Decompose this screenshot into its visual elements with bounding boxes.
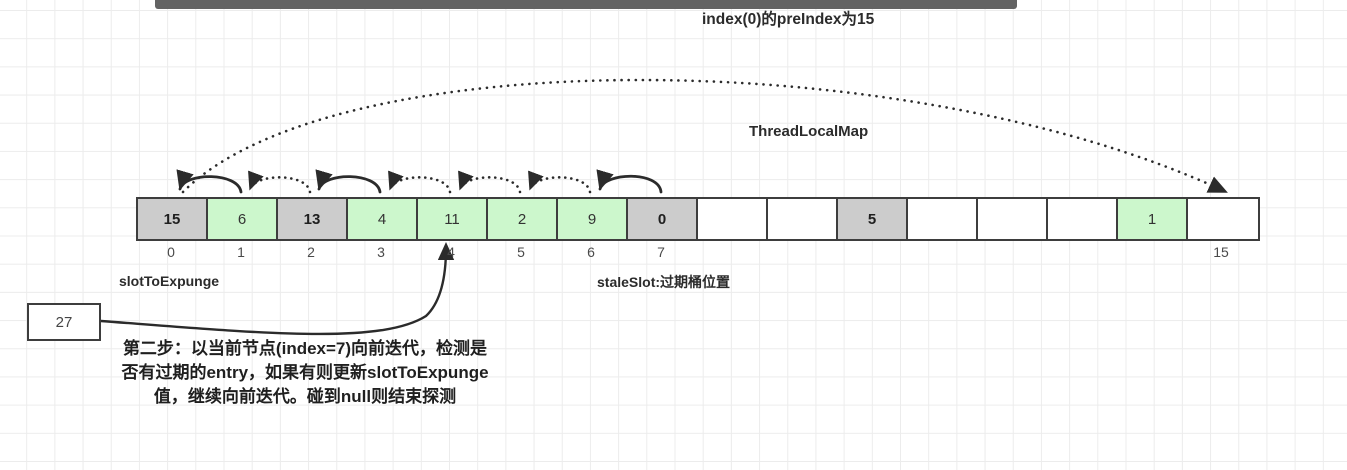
array-cell-9 <box>768 199 838 239</box>
array-cell-2: 13 <box>278 199 348 239</box>
array-cell-0: 15 <box>138 199 208 239</box>
array-cell-14: 1 <box>1118 199 1188 239</box>
index-tick-15: 15 <box>1213 244 1229 260</box>
index-tick-3: 3 <box>377 244 385 260</box>
array-cell-5: 2 <box>488 199 558 239</box>
array-cell-7: 0 <box>628 199 698 239</box>
index-tick-4: 4 <box>447 244 455 260</box>
array-cell-6: 9 <box>558 199 628 239</box>
index-tick-5: 5 <box>517 244 525 260</box>
array-cell-3: 4 <box>348 199 418 239</box>
array-cell-1: 6 <box>208 199 278 239</box>
array-cell-12 <box>978 199 1048 239</box>
stale-slot-label: staleSlot:过期桶位置 <box>597 274 731 290</box>
note-box-value: 27 <box>27 303 101 341</box>
array-cell-10: 5 <box>838 199 908 239</box>
index-tick-0: 0 <box>167 244 175 260</box>
index-tick-6: 6 <box>587 244 595 260</box>
array-cell-15 <box>1188 199 1258 239</box>
array-cell-8 <box>698 199 768 239</box>
index-tick-1: 1 <box>237 244 245 260</box>
array-cell-4: 11 <box>418 199 488 239</box>
top-toolbar-strip <box>155 0 1017 9</box>
array-cell-11 <box>908 199 978 239</box>
index-tick-2: 2 <box>307 244 315 260</box>
step-description: 第二步：以当前节点(index=7)向前迭代，检测是否有过期的entry，如果有… <box>121 339 489 407</box>
array-cell-13 <box>1048 199 1118 239</box>
slot-to-expunge-label: slotToExpunge <box>119 273 220 289</box>
page-title: index(0)的preIndex为15 <box>702 11 875 28</box>
index-tick-7: 7 <box>657 244 665 260</box>
structure-label: ThreadLocalMap <box>749 123 869 140</box>
